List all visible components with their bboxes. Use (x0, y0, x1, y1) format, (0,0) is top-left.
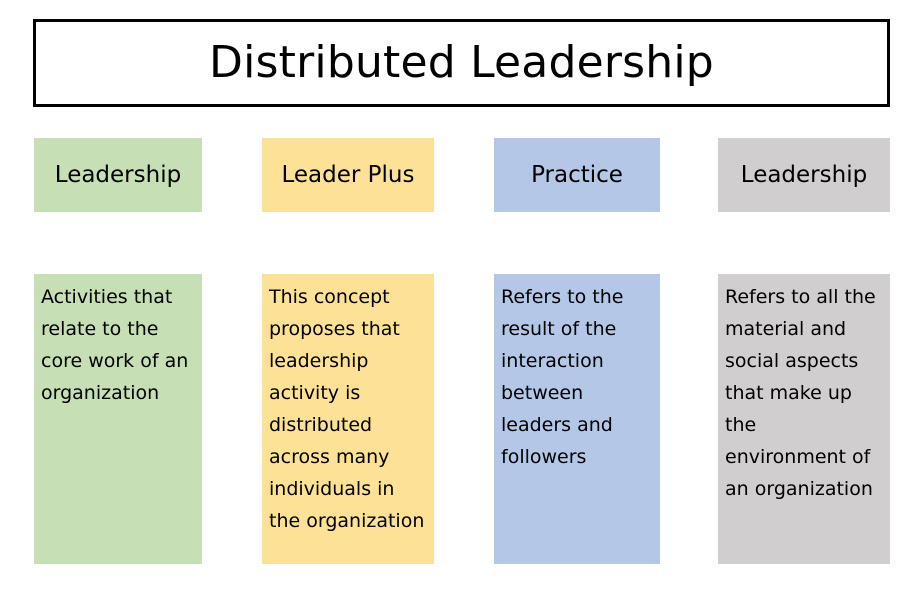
column-header-leader-plus: Leader Plus (262, 138, 434, 212)
column-description-text: Refers to all the material and social as… (725, 286, 876, 500)
column-header-practice: Practice (494, 138, 660, 212)
column-description-text: Refers to the result of the interaction … (501, 286, 624, 468)
diagram-title: Distributed Leadership (209, 37, 714, 88)
column-description-text: This concept proposes that leadership ac… (269, 286, 425, 532)
column-description-leader-plus: This concept proposes that leadership ac… (262, 274, 434, 564)
column-header-label: Leadership (54, 161, 182, 188)
column-header-leadership: Leadership (34, 138, 202, 212)
column-header-label: Leader Plus (281, 161, 415, 188)
column-description-leadership-situation: Refers to all the material and social as… (718, 274, 890, 564)
title-box: Distributed Leadership (33, 19, 890, 107)
column-description-text: Activities that relate to the core work … (41, 286, 189, 404)
column-description-practice: Refers to the result of the interaction … (494, 274, 660, 564)
column-header-label: Leadership (740, 161, 868, 188)
column-description-leadership: Activities that relate to the core work … (34, 274, 202, 564)
column-header-label: Practice (531, 161, 623, 188)
column-header-leadership-situation: Leadership (718, 138, 890, 212)
